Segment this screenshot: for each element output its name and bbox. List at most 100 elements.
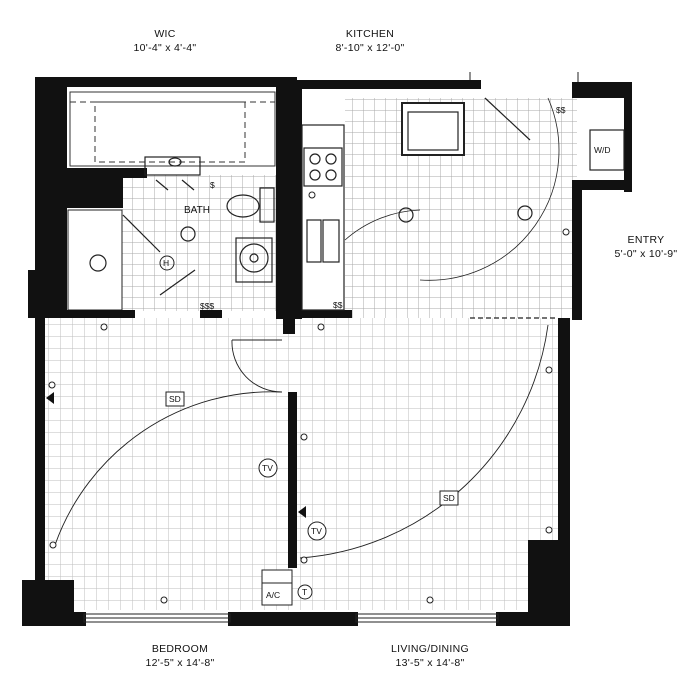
wall-wic-bottom (67, 168, 147, 178)
sd-bedroom-box (165, 391, 185, 407)
living-switch-marker (298, 506, 306, 518)
bedroom-door-swing (54, 391, 283, 546)
media-fixtures (258, 458, 327, 606)
bath-door-2 (159, 269, 196, 296)
thermostat: T (302, 587, 307, 597)
washer-box (235, 237, 273, 283)
bath-switch: $ (210, 180, 215, 190)
living-door-swing (299, 324, 549, 559)
outlet-2 (48, 381, 56, 389)
kitchen-label: KITCHEN 8'-10" x 12'-0" (315, 27, 425, 55)
outlet-10 (426, 596, 434, 604)
wall-top-left (35, 77, 297, 87)
kitchen-fixtures (301, 97, 625, 319)
wall-bath-bottom-left (45, 310, 135, 318)
outlet-3 (49, 541, 57, 549)
living-floor (290, 318, 558, 610)
wic-label: WIC 10'-4" x 4'-4" (115, 27, 215, 55)
kitchen-name: KITCHEN (345, 28, 395, 40)
bath-door-1 (122, 214, 161, 253)
living-name: LIVING/DINING (391, 643, 469, 655)
kitchen-dims: 8'-10" x 12'-0" (335, 42, 405, 54)
wall-left-notch (28, 270, 40, 318)
wall-wic-bath (67, 178, 123, 208)
washer-drum (239, 243, 269, 273)
kitchen-switch2: $$ (333, 300, 343, 310)
wic-shelf-outer (69, 91, 276, 167)
kitchen-counter (301, 124, 345, 311)
outlets (48, 191, 570, 604)
ac-top (261, 569, 293, 584)
wall-center-stub (283, 318, 295, 334)
kitchen-sink-1 (306, 219, 322, 263)
entry-light (517, 205, 533, 221)
burner-1 (309, 153, 321, 165)
wall-center-lower (288, 392, 297, 568)
smoke-detectors (165, 391, 459, 506)
stove (303, 147, 343, 187)
shower-floor (67, 209, 123, 311)
outlet-1 (100, 323, 108, 331)
kitchen-light (398, 207, 414, 223)
wd-tag: W/D (594, 145, 611, 155)
kitchen-door-swing (344, 209, 421, 241)
shower-drain (89, 254, 107, 272)
tv-bedroom-circle (258, 458, 278, 478)
floor-tiles (42, 98, 577, 610)
bath-door-4 (181, 179, 195, 191)
wic-name: WIC (154, 28, 176, 40)
wic-dims: 10'-4" x 4'-4" (133, 42, 197, 54)
kitchen-sink-2 (322, 219, 340, 263)
heater-tag: H (163, 258, 169, 268)
toilet-bowl (226, 194, 260, 218)
entry-switch2: $$ (556, 105, 566, 115)
washer-drum-inner (249, 253, 259, 263)
outlet-6 (300, 556, 308, 564)
entry-door (484, 97, 531, 141)
toilet-tank (259, 187, 275, 223)
heater-circle (159, 255, 175, 271)
wall-top-right (297, 80, 481, 89)
vanity (144, 156, 201, 176)
wall-kitchen-bottom (302, 310, 352, 318)
wall-left-upper (35, 77, 67, 317)
entry-name: ENTRY (627, 234, 665, 246)
outlet-4 (160, 596, 168, 604)
wall-right-lower (558, 318, 570, 548)
outlet-9 (545, 526, 553, 534)
wic-shelving (69, 91, 276, 167)
bedroom-name: BEDROOM (151, 643, 209, 655)
wall-bath-bottom-right (200, 310, 222, 318)
walls (22, 77, 632, 626)
tv-bedroom: TV (262, 463, 273, 473)
sd-living: SD (443, 493, 455, 503)
tv-living: TV (311, 526, 322, 536)
wall-wd-bottom (572, 180, 632, 190)
bath-switch3: $$$ (200, 301, 214, 311)
entry-door-swing (419, 97, 560, 281)
entry-dims: 5'-0" x 10'-9" (614, 248, 678, 260)
door-swings (54, 324, 549, 559)
bedroom-dims: 12'-5" x 14'-8" (145, 657, 215, 669)
burner-4 (325, 169, 337, 181)
living-dims: 13'-5" x 14'-8" (395, 657, 465, 669)
outlet-7 (317, 323, 325, 331)
bath-fixtures (89, 156, 275, 296)
fridge-inner (407, 111, 459, 151)
outlet-8 (545, 366, 553, 374)
wd-box (589, 129, 625, 171)
wall-bottom-mid (228, 612, 358, 626)
outlet-11 (562, 228, 570, 236)
sd-bedroom: SD (169, 394, 181, 404)
bath-light (180, 226, 196, 242)
outlet-12 (308, 191, 316, 199)
fridge (401, 102, 465, 156)
living-label: LIVING/DINING 13'-5" x 14'-8" (365, 642, 495, 670)
wall-left-lower (35, 317, 45, 592)
ac-tag: A/C (266, 590, 280, 600)
wall-bottom-right (496, 612, 536, 626)
bedroom-floor (42, 318, 290, 610)
entry-label: ENTRY 5'-0" x 10'-9" (598, 233, 694, 261)
sd-living-box (439, 490, 459, 506)
